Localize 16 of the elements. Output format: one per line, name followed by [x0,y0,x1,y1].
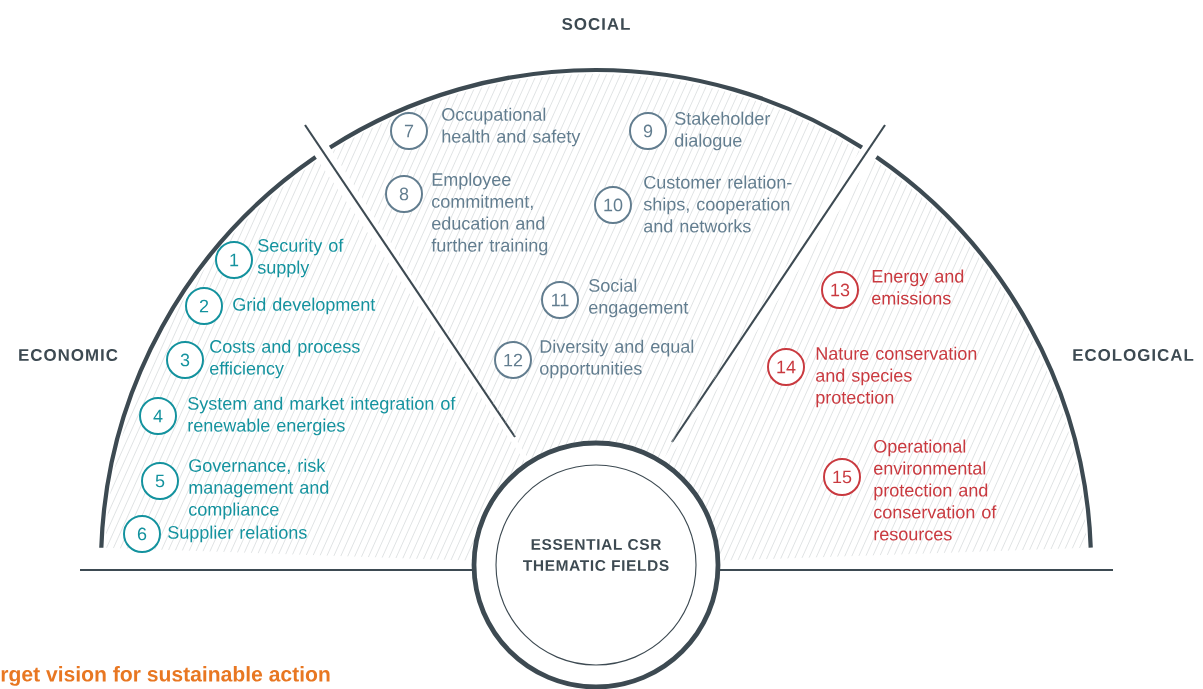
topic-label: Governance, risk management and compliance [189,458,329,520]
topic-label: Nature conservation and species protection [816,346,977,408]
topic-label: Operational environmental protection and conservation of resources [874,439,997,541]
topic-label: Energy and emissions [872,269,964,305]
topic-label: Diversity and equal opportunities [540,339,694,379]
topic-label: System and market integration of renewable energies [188,396,456,436]
topic-label: Grid development [233,297,376,315]
topic-label: Stakeholder dialogue [675,111,771,151]
topic-label: Costs and process efficiency [210,339,360,379]
topic-label: Social engagement [589,278,689,318]
topic-label: Supplier relations [168,525,307,543]
topic-label: Security of supply [257,238,344,278]
topic-label: Customer relation-ships, cooperation and networks [643,175,792,233]
topic-label: Occupational health and safety [442,107,581,147]
topic-label: Employee commitment, education and further training [431,172,548,256]
heading-text: rget vision for sustainable action [1,666,330,686]
